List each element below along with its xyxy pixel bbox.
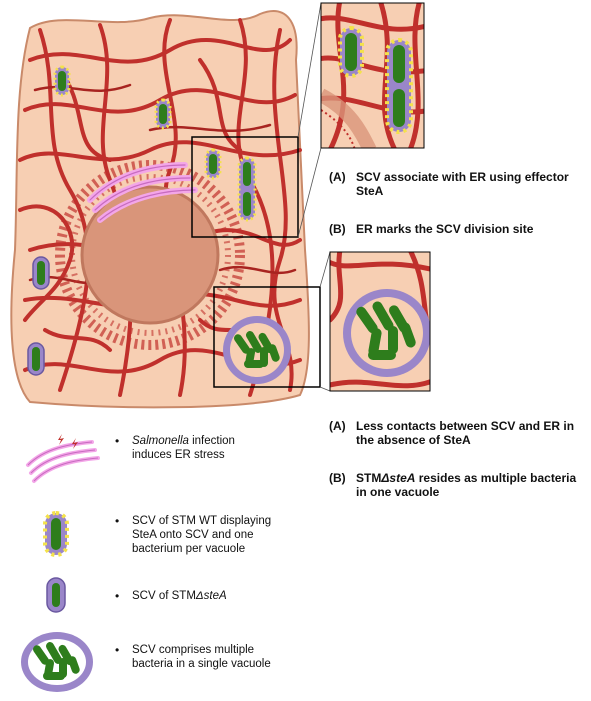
- legend-item-scv-wt: SCV of STM WT displaying SteA onto SCV a…: [132, 515, 272, 555]
- nucleus: [80, 185, 220, 325]
- legend-bullet-2: •: [115, 514, 120, 528]
- scv-wt-1: [53, 65, 71, 97]
- bottom-b-prefix: STM: [356, 471, 382, 485]
- legend-item-scv-mutant: SCV of STMΔsteA: [132, 589, 332, 603]
- legend-icon-scv-mutant: [46, 577, 66, 613]
- top-a-text: SCV associate with ER using effector Ste…: [356, 170, 569, 198]
- nucleus-rough-er: [55, 160, 245, 350]
- zoom-panel-bottom: [330, 252, 430, 391]
- top-b-text: ER marks the SCV division site: [356, 222, 534, 236]
- zoom-panel-top: [321, 3, 424, 148]
- legend-item-scv-multiple: SCV comprises multiple bacteria in a sin…: [132, 644, 271, 670]
- scv-wt-3: [204, 148, 222, 180]
- legend-bullet-3: •: [115, 589, 120, 603]
- legend-icon-scv-multiple: [21, 632, 93, 692]
- bottom-a-label: (A): [329, 419, 346, 433]
- legend-item3-prefix: SCV of STM: [132, 590, 196, 602]
- scv-mutant-2: [27, 342, 45, 376]
- legend-icon-scv-wt: [43, 511, 69, 557]
- top-b-label: (B): [329, 222, 346, 236]
- legend-item1-rest: infection induces ER stress: [132, 435, 235, 461]
- legend-item-er-stress: Salmonella infection induces ER stress: [132, 434, 262, 462]
- scv-wt-4: [237, 156, 257, 222]
- top-a-label: (A): [329, 170, 346, 184]
- bottom-b-rest: resides as multiple bacteria in one vacu…: [356, 471, 577, 499]
- callout-box-bottom: [213, 286, 321, 388]
- legend-item3-italic: ΔsteA: [195, 590, 227, 602]
- scv-multiple-bacteria: [223, 316, 291, 384]
- scv-mutant-1: [32, 256, 50, 290]
- bottom-a-text: Less contacts between SCV and ER in the …: [356, 419, 575, 447]
- legend-item1-italic: Salmonella: [132, 435, 189, 447]
- bottom-b-label: (B): [329, 471, 346, 485]
- bottom-b-text: STMΔsteA resides as multiple bacteria in…: [356, 471, 581, 499]
- legend-icon-er-stress: [26, 434, 100, 483]
- callout-box-top: [191, 136, 299, 238]
- host-cell: [10, 10, 310, 409]
- legend-bullet-4: •: [115, 643, 120, 657]
- bottom-b-italic: ΔsteA: [381, 471, 416, 485]
- scv-wt-2: [154, 98, 172, 130]
- legend-bullet-1: •: [115, 434, 120, 448]
